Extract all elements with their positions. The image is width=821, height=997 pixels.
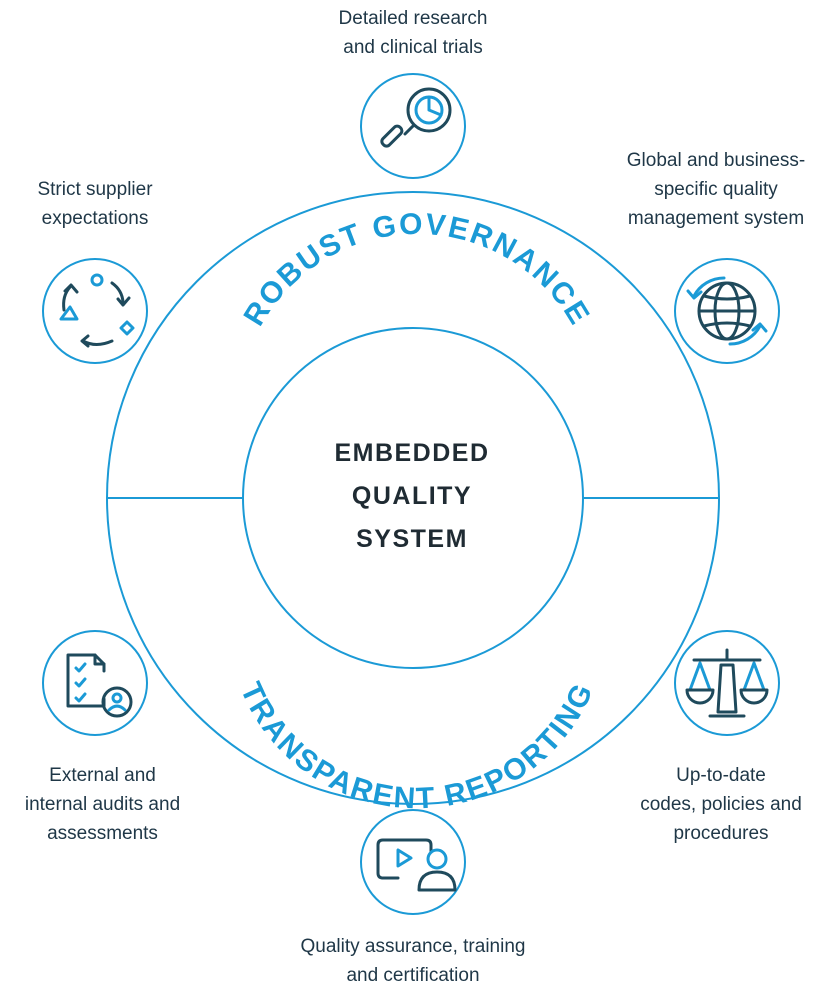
label-research: Detailed research and clinical trials bbox=[313, 4, 513, 62]
label-training-line-1: Quality assurance, training bbox=[300, 936, 526, 957]
label-research-line-1: Detailed research bbox=[338, 8, 488, 29]
label-training-line-2: and certification bbox=[346, 965, 480, 986]
label-supplier-line-1: Strict supplier bbox=[37, 179, 153, 200]
label-supplier: Strict supplier expectations bbox=[10, 175, 180, 233]
node-codes-circle bbox=[674, 630, 780, 736]
arc-label-top: ROBUST GOVERNANCE bbox=[238, 208, 597, 332]
label-supplier-line-2: expectations bbox=[41, 208, 149, 229]
center-line-3: SYSTEM bbox=[356, 525, 468, 553]
label-audits-line-2: internal audits and bbox=[24, 794, 181, 815]
label-codes-line-2: codes, policies and bbox=[640, 794, 802, 815]
label-research-line-2: and clinical trials bbox=[343, 37, 483, 58]
cycle-shapes-icon bbox=[59, 273, 135, 348]
arc-label-bottom: TRANSPARENT REPORTING bbox=[234, 677, 601, 815]
magnifier-pie-chart-icon bbox=[380, 87, 452, 148]
label-codes: Up-to-date codes, policies and procedure… bbox=[621, 761, 821, 848]
node-qms-circle bbox=[674, 258, 780, 364]
node-audits-circle bbox=[42, 630, 148, 736]
scales-icon bbox=[685, 648, 769, 718]
center-line-2: QUALITY bbox=[351, 482, 473, 510]
label-qms-line-2: specific quality bbox=[654, 179, 778, 200]
center-line-1: EMBEDDED bbox=[334, 439, 490, 467]
label-training: Quality assurance, training and certific… bbox=[263, 932, 563, 990]
label-qms-line-3: management system bbox=[627, 208, 805, 229]
center-label: EMBEDDED QUALITY SYSTEM bbox=[262, 432, 562, 561]
video-person-icon bbox=[376, 838, 457, 892]
label-audits-line-1: External and bbox=[49, 765, 156, 786]
label-audits-line-3: assessments bbox=[47, 823, 158, 844]
label-codes-line-3: procedures bbox=[673, 823, 769, 844]
node-supplier-circle bbox=[42, 258, 148, 364]
node-research-circle bbox=[360, 73, 466, 179]
label-codes-line-1: Up-to-date bbox=[676, 765, 766, 786]
label-qms: Global and business- specific quality ma… bbox=[611, 146, 821, 233]
globe-arrows-icon bbox=[686, 276, 768, 346]
label-audits: External and internal audits and assessm… bbox=[0, 761, 205, 848]
checklist-person-icon bbox=[66, 653, 133, 718]
node-training-circle bbox=[360, 809, 466, 915]
label-qms-line-1: Global and business- bbox=[626, 150, 806, 171]
